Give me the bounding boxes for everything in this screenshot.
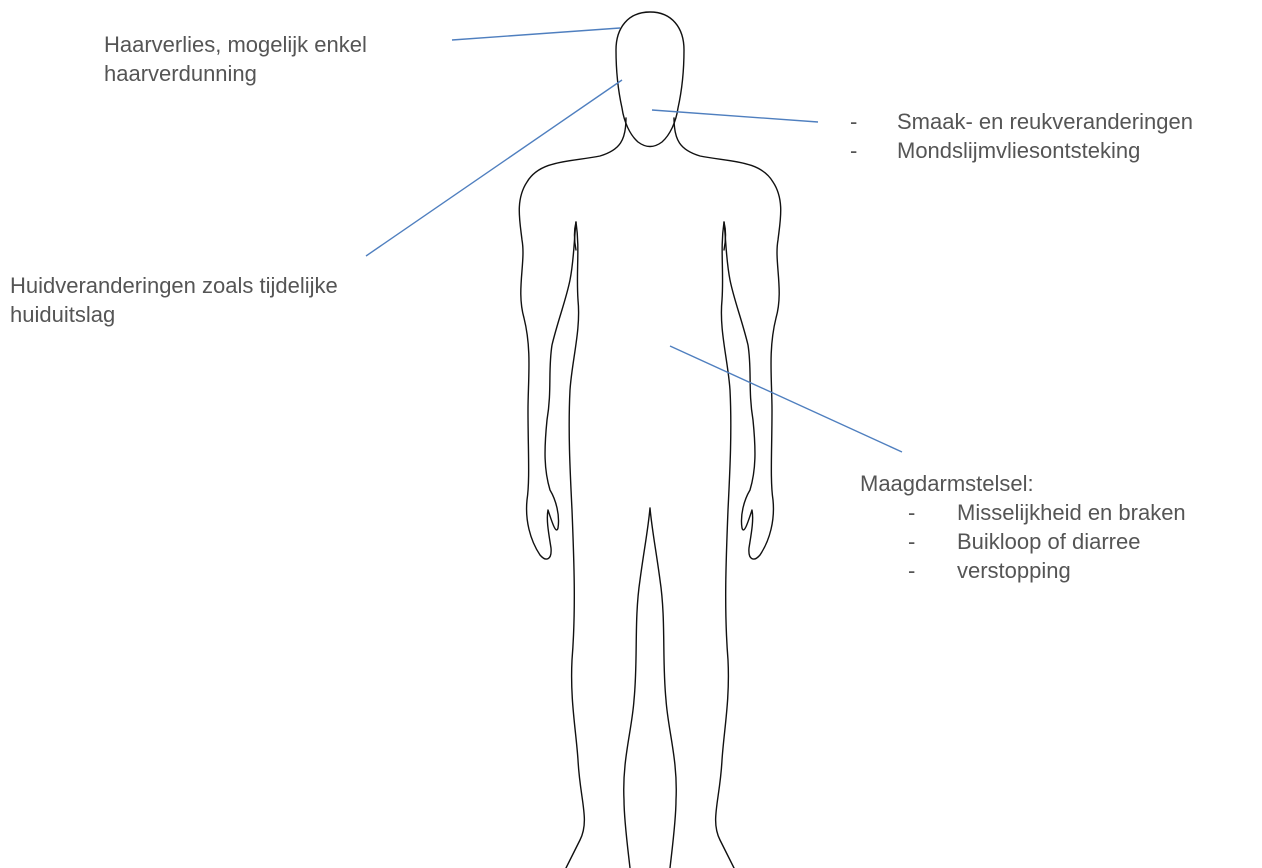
body-outline	[519, 118, 781, 868]
mouth-item-text: Mondslijmvliesontsteking	[850, 138, 1140, 163]
digestive-list: - Misselijkheid en braken - Buikloop of …	[908, 498, 1186, 585]
digestive-item-text: verstopping	[908, 558, 1071, 583]
mouth-list: - Smaak- en reukveranderingen - Mondslij…	[850, 107, 1193, 165]
digestive-leader-line	[670, 346, 902, 452]
skin-label: Huidveranderingen zoals tijdelijke huidu…	[10, 271, 338, 329]
list-item: - Smaak- en reukveranderingen	[850, 107, 1193, 136]
skin-label-line1: Huidveranderingen zoals tijdelijke	[10, 271, 338, 300]
list-item: - Buikloop of diarree	[908, 527, 1186, 556]
hair-leader-line	[452, 28, 620, 40]
bullet-dash: -	[908, 527, 915, 556]
digestive-item-text: Buikloop of diarree	[908, 529, 1140, 554]
digestive-item-text: Misselijkheid en braken	[908, 500, 1186, 525]
bullet-dash: -	[908, 498, 915, 527]
hair-label-line2: haarverdunning	[104, 59, 367, 88]
bullet-dash: -	[850, 136, 857, 165]
skin-label-line2: huiduitslag	[10, 300, 338, 329]
list-item: - Misselijkheid en braken	[908, 498, 1186, 527]
hair-label-line1: Haarverlies, mogelijk enkel	[104, 30, 367, 59]
skin-leader-line	[366, 80, 622, 256]
list-item: - Mondslijmvliesontsteking	[850, 136, 1193, 165]
mouth-item-text: Smaak- en reukveranderingen	[850, 109, 1193, 134]
hair-label: Haarverlies, mogelijk enkel haarverdunni…	[104, 30, 367, 88]
human-body-outline-icon	[519, 12, 781, 868]
bullet-dash: -	[908, 556, 915, 585]
leader-lines	[366, 28, 902, 452]
bullet-dash: -	[850, 107, 857, 136]
list-item: - verstopping	[908, 556, 1186, 585]
digestive-heading: Maagdarmstelsel:	[860, 469, 1034, 498]
